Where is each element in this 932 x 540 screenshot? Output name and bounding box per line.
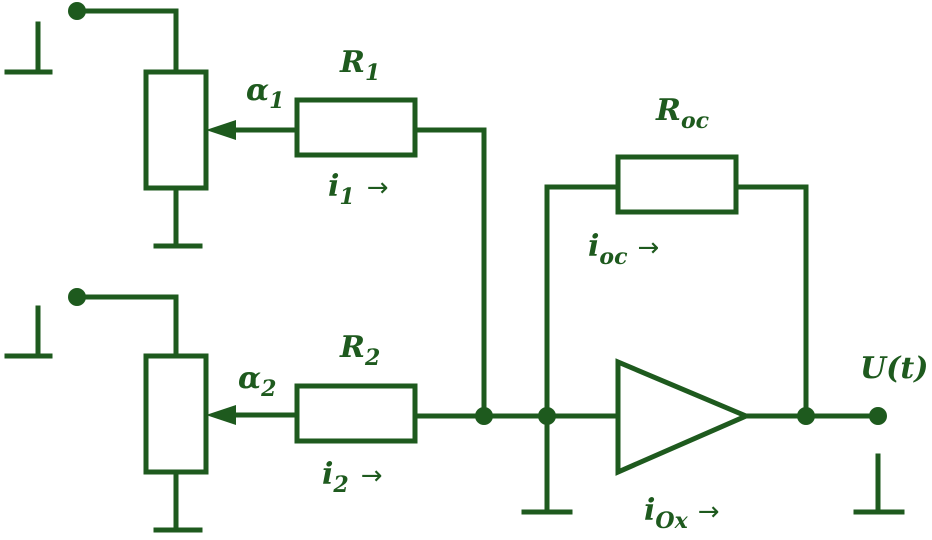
potentiometer-2 xyxy=(4,288,236,533)
pot1-wiper-arrow xyxy=(206,120,236,140)
potentiometer-1 xyxy=(4,2,236,249)
label-r1: R1 xyxy=(339,45,380,86)
output-terminal xyxy=(869,407,887,425)
label-alpha2: α2 xyxy=(238,361,276,402)
feedback-right-wire xyxy=(733,184,809,419)
pot2-side-ground-symbol xyxy=(4,305,53,359)
pot2-resistor-body xyxy=(143,353,209,475)
resistor-roc xyxy=(615,154,739,215)
pot1-resistor-body xyxy=(143,69,209,191)
pot2-wiper-arrow xyxy=(206,405,236,425)
r1-right-wire xyxy=(412,127,487,419)
label-r2: R2 xyxy=(339,330,380,371)
amplifier-triangle xyxy=(615,358,753,476)
resistor-r1 xyxy=(294,97,418,158)
label-roc: Roc xyxy=(655,93,710,134)
junction-dot-3 xyxy=(797,407,815,425)
resistor-r2 xyxy=(294,383,418,444)
pot1-side-ground-symbol xyxy=(4,21,53,75)
label-alpha1: α1 xyxy=(246,73,284,114)
pot1-input-wire xyxy=(74,8,179,75)
pot2-input-wire xyxy=(74,294,179,359)
label-iox: iOx→ xyxy=(644,493,719,534)
label-i1: i1→ xyxy=(328,169,389,210)
label-ioc: ioc→ xyxy=(588,229,659,270)
label-i2: i2→ xyxy=(322,457,383,498)
junction-dot-1 xyxy=(475,407,493,425)
label-output-voltage: U(t) xyxy=(860,351,928,386)
feedback-left-wire xyxy=(544,184,621,419)
